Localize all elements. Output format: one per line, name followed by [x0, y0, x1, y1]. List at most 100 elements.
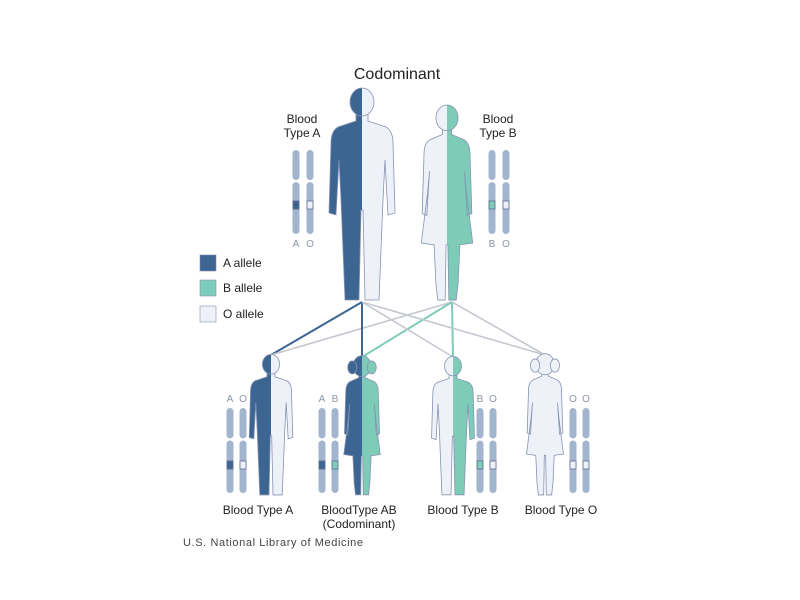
body-shape: [431, 373, 453, 496]
allele-marker: [488, 200, 496, 210]
allele-marker: [331, 460, 339, 470]
child3-chromosome-2: [489, 408, 497, 493]
allele-marker: [569, 460, 577, 470]
head-shape: [453, 355, 462, 377]
child-ab-figure: [343, 355, 381, 496]
mother-allele-1: B: [489, 239, 496, 250]
father-chromosome-1: [292, 150, 300, 234]
mother-figure-half-L: [420, 104, 447, 301]
allele-marker: [226, 460, 234, 470]
child1-allele-2: O: [239, 394, 247, 405]
legend-swatch-a: [199, 254, 217, 272]
head-shape: [435, 104, 447, 132]
child2-label-line2: (Codominant): [323, 517, 396, 531]
child1-chromosome-2: [239, 408, 247, 493]
head-shape: [349, 87, 362, 117]
diagram-title: Codominant: [354, 66, 441, 83]
body-shape: [362, 373, 381, 496]
body-shape: [447, 128, 474, 301]
head-shape: [262, 353, 271, 375]
pigtail: [366, 360, 377, 375]
child1-label: Blood Type A: [223, 503, 294, 517]
body-shape: [328, 113, 362, 301]
chromosomes: [226, 150, 590, 493]
pigtail: [530, 358, 541, 373]
child3-allele-1: B: [477, 394, 484, 405]
chromosome-arm: [226, 408, 234, 439]
mother-label-line1: Blood: [483, 112, 514, 126]
legend-label-b: B allele: [223, 281, 263, 295]
chromosome-arm: [502, 150, 510, 181]
child-o-figure-half-L: [526, 353, 545, 496]
allele-marker: [292, 200, 300, 210]
child2-label: BloodType AB: [321, 503, 396, 517]
chromosome-arm: [239, 408, 247, 439]
mother-label-line2: Type B: [479, 126, 516, 140]
father-line: [361, 301, 454, 358]
footer-credit: U.S. National Library of Medicine: [183, 537, 364, 549]
body-shape: [343, 373, 362, 496]
child4-allele-1: O: [569, 394, 577, 405]
child1-chromosome-1: [226, 408, 234, 493]
body-shape: [248, 371, 271, 496]
child-a-figure-half-R: [271, 353, 294, 496]
body-shape: [420, 128, 447, 301]
child-o-figure: [526, 353, 564, 496]
mother-figure-half-R: [447, 104, 474, 301]
allele-marker: [476, 460, 484, 470]
child2-chromosome-1: [318, 408, 326, 493]
legend-label-o: O allele: [223, 307, 264, 321]
pigtail: [347, 360, 358, 375]
chromosome-arm: [476, 408, 484, 439]
mother-line: [451, 301, 546, 356]
mother-allele-2: O: [502, 239, 510, 250]
mother-figure: [420, 104, 474, 301]
body-shape: [545, 371, 564, 496]
body-shape: [526, 371, 545, 496]
child3-label: Blood Type B: [427, 503, 498, 517]
chromosome-arm: [306, 150, 314, 181]
chromosome-arm: [488, 150, 496, 181]
body-shape: [362, 113, 396, 301]
allele-marker: [502, 200, 510, 210]
child2-chromosome-2: [331, 408, 339, 493]
head-shape: [444, 355, 453, 377]
legend-swatch-b: [199, 279, 217, 297]
legend: A allele B allele O allele: [199, 254, 264, 323]
allele-marker: [306, 200, 314, 210]
father-figure-half-L: [328, 87, 362, 301]
child4-allele-2: O: [582, 394, 590, 405]
child3-allele-2: O: [489, 394, 497, 405]
child-b-figure-half-R: [453, 355, 475, 496]
child-a-figure: [248, 353, 294, 496]
child4-chromosome-1: [569, 408, 577, 493]
mother-line: [451, 301, 454, 358]
chromosome-arm: [582, 408, 590, 439]
body-shape: [271, 371, 294, 496]
pigtail: [549, 358, 560, 373]
child-o-figure-half-R: [545, 353, 564, 496]
child4-chromosome-2: [582, 408, 590, 493]
head-shape: [362, 87, 375, 117]
child-ab-figure-half-L: [343, 355, 362, 496]
child-b-figure: [431, 355, 475, 496]
child-a-figure-half-L: [248, 353, 271, 496]
father-figure-half-R: [362, 87, 396, 301]
father-label-line2: Type A: [284, 126, 321, 140]
child4-label: Blood Type O: [525, 503, 598, 517]
inheritance-lines: [270, 301, 546, 358]
chromosome-arm: [292, 150, 300, 181]
father-chromosome-2: [306, 150, 314, 234]
head-shape: [271, 353, 280, 375]
chromosome-arm: [569, 408, 577, 439]
father-allele-2: O: [306, 239, 314, 250]
chromosome-arm: [331, 408, 339, 439]
father-line: [361, 301, 546, 356]
allele-marker: [489, 460, 497, 470]
father-allele-1: A: [293, 239, 300, 250]
mother-chromosome-2: [502, 150, 510, 234]
body-shape: [453, 373, 475, 496]
father-line: [270, 301, 363, 356]
child3-chromosome-1: [476, 408, 484, 493]
